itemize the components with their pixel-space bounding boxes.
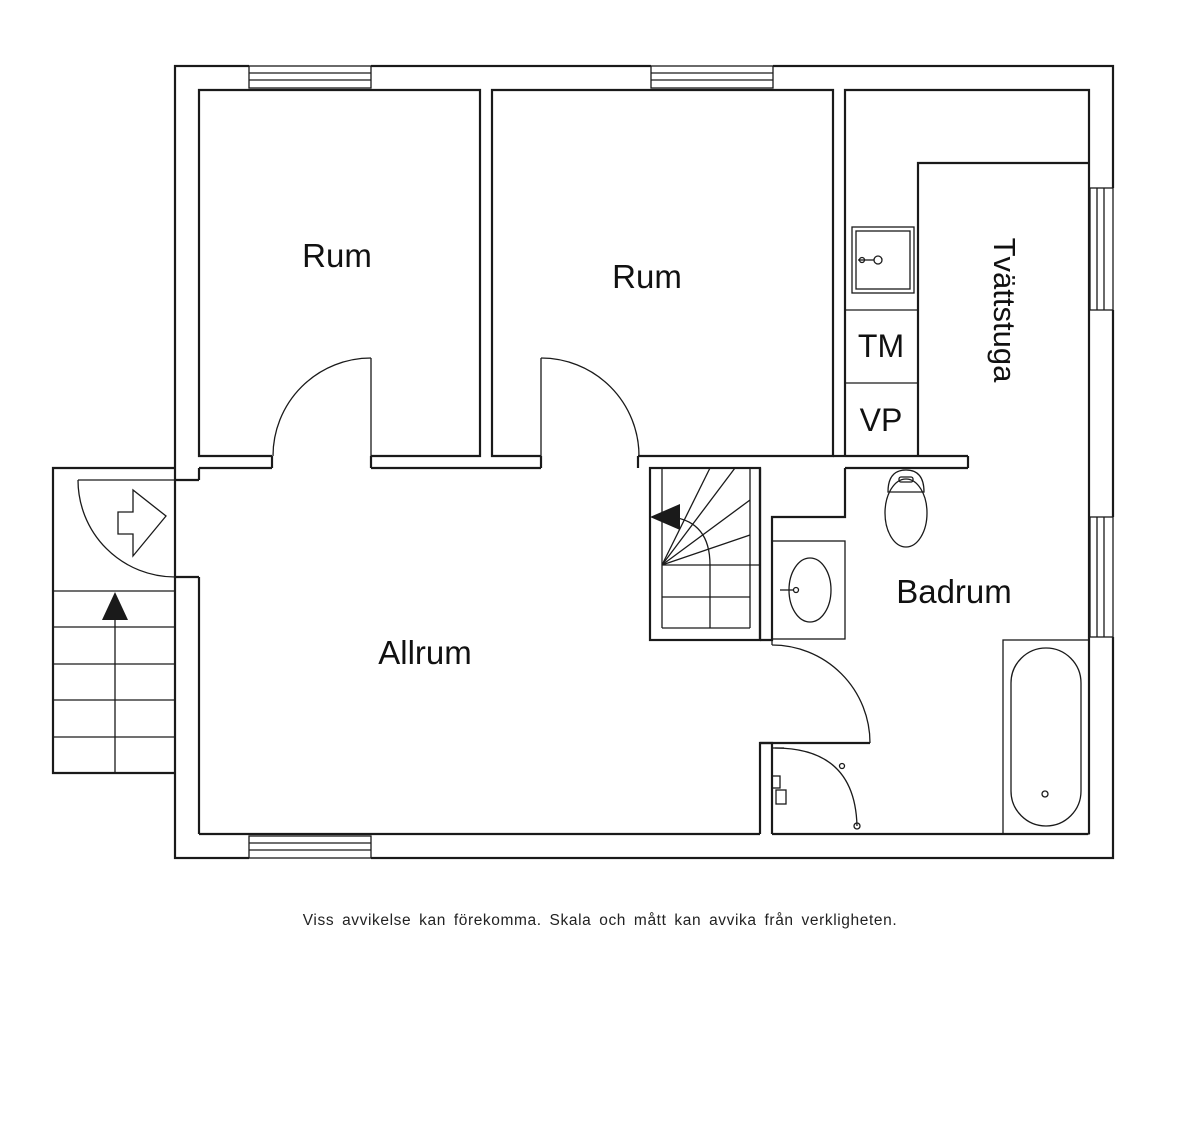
room-label-tvattstuga: Tvättstuga <box>987 238 1022 383</box>
doors <box>77 357 871 830</box>
bathroom-fixtures <box>771 469 1090 835</box>
window-top-right <box>650 64 774 90</box>
utility-sink <box>851 226 915 294</box>
windows <box>248 64 1116 860</box>
outer-walls <box>173 64 1115 860</box>
stairs-up-arrow-icon <box>102 592 128 620</box>
disclaimer-text: Viss avvikelse kan förekomma. Skala och … <box>302 912 898 929</box>
window-right-upper <box>1088 187 1116 311</box>
stairs-direction-arrow-icon <box>650 504 680 530</box>
entrance-stairs <box>51 466 175 775</box>
interior-walls <box>175 88 1091 836</box>
window-top-left <box>248 64 372 90</box>
room-label-rum-left: Rum <box>302 237 372 274</box>
label-tm: TM <box>858 328 904 364</box>
shower-curtain <box>771 747 861 830</box>
door-bathroom <box>771 640 871 744</box>
window-right-lower <box>1088 516 1116 638</box>
laundry-fixtures <box>845 226 918 384</box>
toilet <box>884 469 928 548</box>
internal-stairs <box>648 466 762 642</box>
room-label-allrum: Allrum <box>378 634 472 671</box>
bathtub <box>1002 639 1090 835</box>
room-label-badrum: Badrum <box>896 573 1012 610</box>
door-entrance <box>77 479 176 578</box>
door-rum-left <box>272 357 372 457</box>
window-bottom <box>248 834 372 860</box>
washbasin <box>771 540 846 640</box>
room-label-rum-right: Rum <box>612 258 682 295</box>
entrance-arrow-icon <box>117 488 167 558</box>
label-vp: VP <box>860 402 903 438</box>
door-rum-right <box>540 357 640 457</box>
